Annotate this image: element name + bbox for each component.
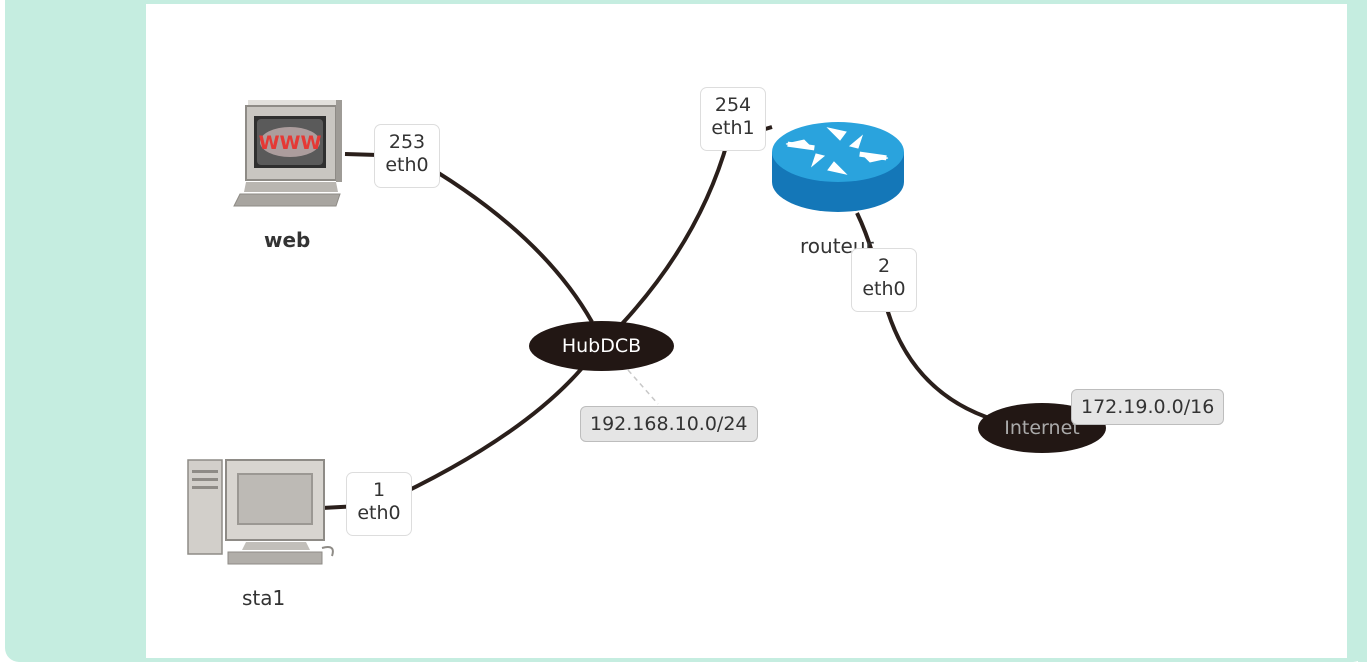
sta1-interface-badge[interactable]: 1 eth0 <box>346 472 412 536</box>
routeur-eth1-ip: 254 <box>714 94 752 116</box>
svg-text:WWW: WWW <box>259 132 322 154</box>
sta1-interface-name: eth0 <box>357 502 401 524</box>
routeur-eth0-badge[interactable]: 2 eth0 <box>851 248 917 312</box>
desktop-computer-icon <box>187 459 334 565</box>
link-hub-routeur <box>618 125 773 328</box>
web-interface-name: eth0 <box>385 154 429 176</box>
routeur-eth1-name: eth1 <box>711 117 755 139</box>
link-routeur-internet <box>855 212 996 422</box>
sta1-label: sta1 <box>242 586 286 610</box>
hub-network-name: HubDCB <box>561 335 642 357</box>
routeur-eth0-ip: 2 <box>877 255 891 277</box>
web-node[interactable]: WWW <box>232 98 344 210</box>
web-interface-ip: 253 <box>388 131 426 153</box>
routeur-eth1-badge[interactable]: 254 eth1 <box>700 87 766 151</box>
routeur-eth0-name: eth0 <box>862 278 906 300</box>
web-server-icon: WWW <box>233 100 342 207</box>
hub-subnet-connector <box>627 369 659 405</box>
hub-subnet-label: 192.168.10.0/24 <box>580 406 758 442</box>
router-icon <box>772 122 904 212</box>
routeur-node[interactable] <box>770 120 906 216</box>
internet-subnet-label: 172.19.0.0/16 <box>1071 389 1225 425</box>
frame-right-edge <box>1358 0 1367 662</box>
web-label: web <box>264 228 311 252</box>
internet-network-name: Internet <box>1004 417 1080 439</box>
web-interface-badge[interactable]: 253 eth0 <box>374 124 440 188</box>
sta1-node[interactable] <box>186 456 334 568</box>
sta1-interface-ip: 1 <box>372 479 386 501</box>
hub-network-node[interactable]: HubDCB <box>529 321 674 371</box>
